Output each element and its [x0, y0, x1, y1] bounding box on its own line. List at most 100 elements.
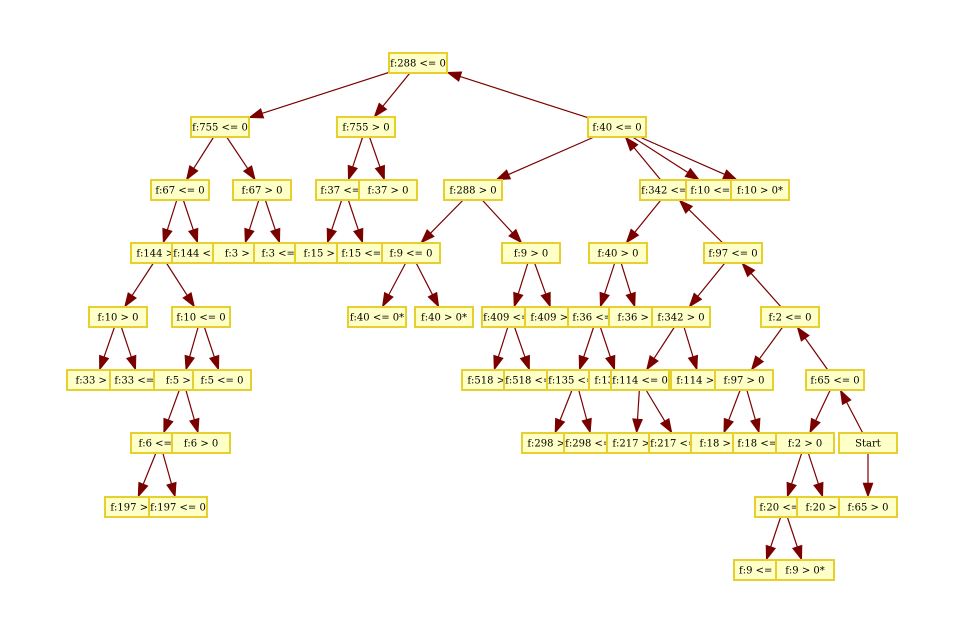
- edge-line: [165, 262, 188, 296]
- arrowhead-icon: [495, 169, 512, 181]
- edge-line: [632, 136, 688, 173]
- node-label: f:2 <= 0: [769, 313, 812, 324]
- node-box: [651, 306, 711, 328]
- arrowhead-icon: [839, 389, 852, 406]
- tree-node: f:6 > 0: [171, 432, 231, 454]
- edge-n44-n53: [809, 389, 831, 434]
- arrowhead-icon: [373, 102, 388, 118]
- node-box: [381, 242, 441, 264]
- node-label: f:9 > 0: [514, 249, 549, 260]
- arrowhead-icon: [581, 417, 592, 434]
- node-label: Start: [855, 439, 881, 450]
- arrowhead-icon: [723, 417, 734, 434]
- edge-n4-n1: [446, 71, 589, 119]
- node-box: [88, 306, 148, 328]
- edge-n22-n31: [688, 262, 726, 308]
- arrowhead-icon: [446, 71, 463, 82]
- node-label: f:9 <= 0: [390, 249, 433, 260]
- edge-line: [166, 199, 178, 230]
- edge-line: [513, 326, 526, 357]
- tree-node: f:65 > 0: [838, 496, 898, 518]
- node-label: f:144 <= 0: [173, 249, 229, 260]
- edge-n41-n50: [645, 389, 673, 434]
- edge-line: [193, 136, 215, 169]
- edge-n29-n40: [599, 326, 616, 371]
- tree-node: f:67 > 0: [232, 179, 292, 201]
- node-box: [775, 559, 835, 581]
- node-label: f:33 <= 0: [114, 376, 163, 387]
- edge-n23-n33: [99, 326, 116, 371]
- node-label: f:9 > 0*: [785, 566, 825, 577]
- arrowhead-icon: [188, 417, 200, 434]
- edge-line: [481, 199, 513, 234]
- arrowhead-icon: [540, 291, 551, 308]
- node-label: f:342 <= 0: [641, 186, 697, 197]
- arrowhead-icon: [659, 417, 673, 434]
- edge-line: [162, 452, 172, 484]
- node-label: f:288 > 0: [449, 186, 496, 197]
- tree-node: f:197 <= 0: [148, 496, 208, 518]
- edge-n7-n17: [326, 199, 343, 244]
- node-label: f:755 <= 0: [192, 123, 248, 134]
- arrowhead-icon: [791, 544, 803, 561]
- tree-node: f:288 <= 0: [388, 52, 448, 74]
- tree-node: f:67 <= 0: [150, 179, 210, 201]
- node-label: f:755 > 0: [342, 123, 389, 134]
- node-box: [232, 179, 292, 201]
- arrowhead-icon: [604, 354, 616, 371]
- edge-n1-n3: [373, 72, 411, 118]
- edge-n20-n27: [513, 262, 529, 308]
- tree-node: f:5 <= 0: [192, 369, 252, 391]
- arrowhead-icon: [374, 164, 385, 181]
- edge-line: [382, 72, 411, 107]
- node-label: f:298 > 0: [527, 439, 574, 450]
- node-box: [443, 179, 503, 201]
- tree-node: f:342 > 0: [651, 306, 711, 328]
- node-label: f:18 > 0: [700, 439, 741, 450]
- arrowhead-icon: [599, 291, 610, 308]
- edge-n21-n30: [620, 262, 636, 308]
- edge-n27-n37: [493, 326, 509, 371]
- tree-node: f:40 <= 0*: [347, 306, 407, 328]
- edge-line: [131, 262, 154, 296]
- node-label: f:40 <= 0*: [350, 313, 404, 324]
- edge-n21-n29: [599, 262, 616, 308]
- arrowhead-icon: [185, 165, 199, 181]
- node-label: f:97 <= 0: [708, 249, 757, 260]
- edge-line: [750, 273, 782, 308]
- node-label: f:5 <= 0: [201, 376, 244, 387]
- edge-n53-n57: [786, 452, 803, 498]
- node-box: [714, 369, 774, 391]
- edge-line: [347, 199, 359, 230]
- edge-line: [815, 389, 831, 421]
- node-box: [587, 116, 647, 138]
- edge-n2-n6: [226, 136, 256, 181]
- arrowhead-icon: [632, 418, 643, 434]
- node-label: f:67 <= 0: [155, 186, 204, 197]
- arrowhead-icon: [862, 482, 874, 498]
- node-label: f:135 <= 0: [548, 376, 604, 387]
- arrowhead-icon: [208, 354, 220, 371]
- arrowhead-icon: [493, 354, 504, 371]
- node-label: f:10 <= 0: [176, 313, 225, 324]
- node-label: f:65 <= 0: [810, 376, 859, 387]
- node-box: [388, 52, 448, 74]
- edge-n7-n18: [347, 199, 364, 244]
- node-label: f:15 > 0: [304, 249, 345, 260]
- node-label: f:3 > 0: [225, 249, 260, 260]
- arrowhead-icon: [687, 354, 699, 371]
- node-label: f:5 > 0: [166, 376, 201, 387]
- edge-line: [604, 262, 616, 294]
- edge-n20-n28: [534, 262, 551, 308]
- tree-node: f:97 > 0: [714, 369, 774, 391]
- edge-line: [746, 389, 756, 420]
- edge-line: [846, 402, 864, 434]
- node-box: [805, 369, 865, 391]
- tree-node: f:10 > 0*: [730, 179, 790, 201]
- tree-node: f:2 <= 0: [760, 306, 820, 328]
- edge-n45-n55: [137, 452, 157, 498]
- edge-line: [331, 199, 343, 230]
- arrowhead-icon: [248, 108, 265, 119]
- edge-line: [583, 326, 595, 357]
- node-label: f:518 <= 0: [505, 376, 561, 387]
